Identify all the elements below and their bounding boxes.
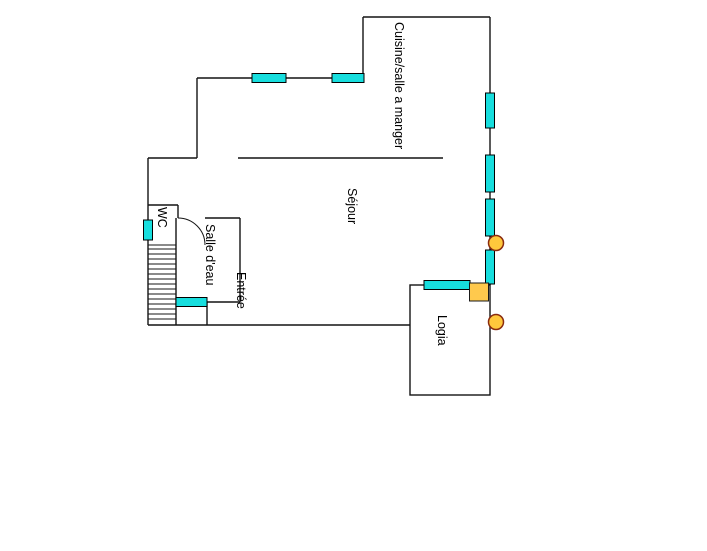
stairs bbox=[148, 244, 176, 320]
label-entrance: Entrée bbox=[234, 272, 248, 309]
column-marker-upper bbox=[487, 234, 505, 252]
label-wc: WC bbox=[155, 207, 169, 228]
loggia-door bbox=[469, 282, 489, 302]
window-wc bbox=[143, 219, 153, 241]
walls bbox=[147, 16, 491, 396]
window-right-4 bbox=[485, 249, 495, 285]
door-swing-arc bbox=[177, 217, 206, 246]
columns bbox=[487, 234, 505, 331]
stairs-treads bbox=[148, 248, 176, 320]
column-marker-lower bbox=[487, 313, 505, 331]
window-right-1 bbox=[485, 92, 495, 129]
windows bbox=[143, 73, 495, 307]
label-loggia: Logia bbox=[435, 315, 449, 346]
window-upper-left bbox=[251, 73, 287, 83]
window-right-2 bbox=[485, 154, 495, 193]
window-loggia bbox=[423, 280, 471, 290]
window-right-3 bbox=[485, 198, 495, 237]
label-shower-room: Salle d'eau bbox=[203, 224, 217, 286]
window-upper-right bbox=[331, 73, 365, 83]
label-living-room: Séjour bbox=[345, 188, 359, 224]
label-kitchen-dining: Cuisine/salle a manger bbox=[392, 22, 406, 149]
window-bath-door bbox=[175, 297, 208, 307]
room-labels: Cuisine/salle a manger Séjour WC Salle d… bbox=[155, 22, 449, 346]
